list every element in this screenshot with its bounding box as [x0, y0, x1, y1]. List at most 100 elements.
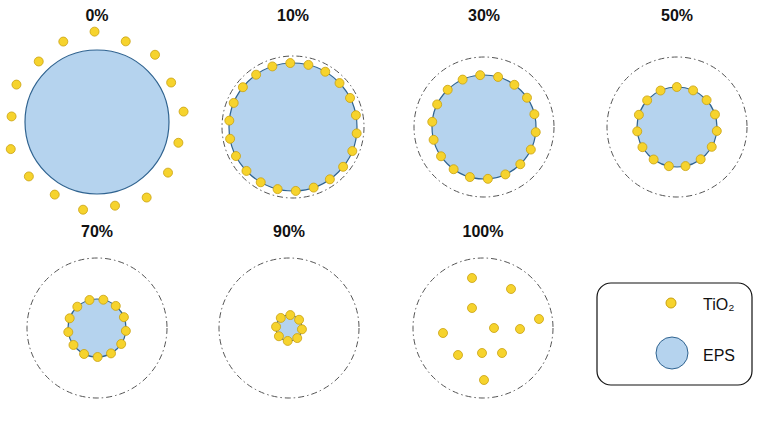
tio2-particle: [437, 152, 446, 161]
stage-label: 90%: [273, 223, 305, 241]
tio2-particle: [231, 152, 240, 161]
tio2-particle: [346, 93, 355, 102]
tio2-particle: [283, 336, 292, 345]
tio2-particle: [226, 134, 235, 143]
tio2-particle: [151, 50, 160, 59]
legend-box: [597, 283, 752, 385]
tio2-particle: [34, 57, 43, 66]
tio2-particle: [286, 311, 295, 320]
tio2-particle: [712, 126, 721, 135]
tio2-particle: [142, 193, 151, 202]
tio2-particle: [80, 349, 89, 358]
tio2-particle: [478, 349, 487, 358]
tio2-particle: [468, 304, 477, 313]
tio2-particle: [272, 322, 281, 331]
stage-label: 10%: [277, 7, 309, 25]
tio2-particle: [90, 27, 99, 36]
tio2-particle: [304, 60, 313, 69]
tio2-particle: [179, 107, 188, 116]
tio2-particle: [339, 162, 348, 171]
tio2-particle: [242, 166, 251, 175]
panel-figure: [27, 258, 167, 398]
tio2-particle: [443, 85, 452, 94]
tio2-particle: [480, 376, 489, 385]
tio2-particle: [351, 111, 360, 120]
tio2-particle: [516, 160, 525, 169]
tio2-particle: [335, 79, 344, 88]
tio2-particle: [702, 96, 711, 105]
legend-swatch: [656, 337, 688, 369]
tio2-particle: [433, 100, 442, 109]
tio2-particle: [309, 183, 318, 192]
tio2-particle: [256, 178, 265, 187]
tio2-particle: [510, 80, 519, 89]
tio2-particle: [273, 185, 282, 194]
tio2-particle: [498, 349, 507, 358]
initial-outline: [414, 57, 554, 197]
tio2-particle: [293, 334, 302, 343]
tio2-particle: [225, 116, 234, 125]
tio2-particle: [696, 155, 705, 164]
tio2-particle: [501, 170, 510, 179]
tio2-particle: [69, 340, 78, 349]
tio2-particle: [458, 75, 467, 84]
tio2-particle: [99, 295, 108, 304]
tio2-particle: [229, 98, 238, 107]
tio2-particle: [64, 328, 73, 337]
initial-outline: [222, 56, 364, 198]
tio2-particle: [121, 326, 130, 335]
tio2-particle: [689, 86, 698, 95]
tio2-particle: [286, 59, 295, 68]
tio2-particle: [348, 147, 357, 156]
stage-label: 70%: [81, 223, 113, 241]
tio2-particle: [643, 96, 652, 105]
tio2-particle: [291, 186, 300, 195]
tio2-particle: [634, 110, 643, 119]
tio2-particle: [295, 315, 304, 324]
tio2-particle: [522, 93, 531, 102]
tio2-particle: [297, 325, 306, 334]
tio2-particle: [321, 67, 330, 76]
tio2-particle: [79, 205, 88, 214]
tio2-particle: [174, 138, 183, 147]
tio2-particle: [476, 71, 485, 80]
tio2-particle: [6, 145, 15, 154]
tio2-particle: [111, 301, 120, 310]
eps-particle: [229, 63, 357, 191]
tio2-particle: [494, 72, 503, 81]
panel-figure: [607, 57, 747, 197]
tio2-particle: [111, 201, 120, 210]
tio2-particle: [535, 315, 544, 324]
tio2-particle: [274, 332, 283, 341]
tio2-particle: [468, 274, 477, 283]
panel-figure: [219, 258, 359, 398]
tio2-particle: [7, 112, 16, 121]
tio2-particle: [117, 339, 126, 348]
initial-outline: [219, 258, 359, 398]
tio2-particle: [163, 168, 172, 177]
tio2-particle: [276, 313, 285, 322]
tio2-particle: [121, 37, 130, 46]
tio2-particle: [516, 325, 525, 334]
tio2-particle: [656, 86, 665, 95]
tio2-particle: [633, 127, 642, 136]
stage-label: 100%: [463, 223, 504, 241]
initial-outline: [413, 258, 553, 398]
tio2-particle: [465, 173, 474, 182]
tio2-particle: [638, 143, 647, 152]
tio2-particle: [449, 165, 458, 174]
tio2-particle: [238, 83, 247, 92]
tio2-particle: [428, 117, 437, 126]
tio2-particle: [649, 155, 658, 164]
tio2-particle: [439, 329, 448, 338]
eps-particle: [432, 75, 536, 179]
tio2-particle: [167, 78, 176, 87]
tio2-particle: [526, 145, 535, 154]
tio2-particle: [672, 83, 681, 92]
tio2-particle: [490, 324, 499, 333]
tio2-particle: [664, 162, 673, 171]
tio2-particle: [483, 174, 492, 183]
tio2-particle: [707, 142, 716, 151]
tio2-particle: [24, 172, 33, 181]
